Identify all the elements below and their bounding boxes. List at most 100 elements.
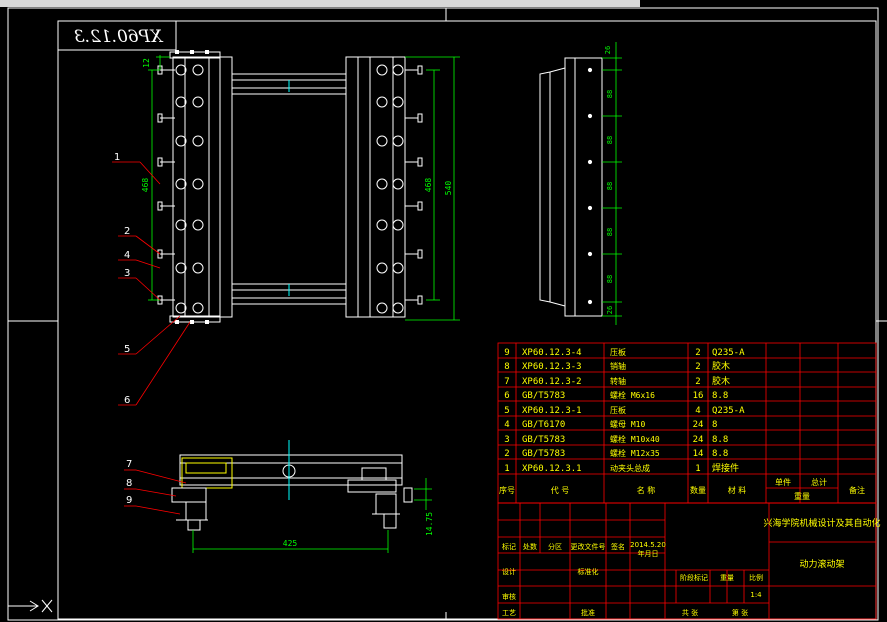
- title-zone: 分区: [548, 542, 562, 551]
- callout-3: 3: [124, 268, 130, 279]
- dim-front-width: 425: [283, 539, 298, 548]
- bom-row-no: 4: [504, 420, 509, 430]
- dim-side-s5: 88: [606, 275, 614, 283]
- bom-row-material: 8: [712, 420, 717, 430]
- bom-table: [497, 342, 877, 504]
- title-date: 2014.5.20: [630, 541, 666, 549]
- bom-row-code: XP60.12.3-1: [522, 406, 582, 416]
- bom-row-qty: 24: [693, 435, 704, 445]
- dim-plan-left-height: 468: [141, 178, 150, 193]
- bom-row-qty: 2: [695, 377, 700, 387]
- bom-row-qty: 24: [693, 420, 704, 430]
- bom-header-material: 材 料: [728, 485, 747, 495]
- front-dimension-labels: 425 14.75: [283, 512, 434, 548]
- title-sign: 签名: [611, 542, 625, 551]
- title-sheet-label: 第 张: [732, 608, 748, 617]
- bom-header-code: 代 号: [551, 485, 570, 495]
- bom-row-name: 螺栓 M6x16: [610, 390, 655, 400]
- bom-header-no: 序号: [499, 485, 515, 495]
- bom-row-no: 8: [504, 362, 509, 372]
- bom-row-code: XP60.12.3-4: [522, 348, 582, 358]
- title-project: 兴海学院机械设计及其自动化: [763, 517, 880, 529]
- front-callout-labels: 7 8 9: [126, 459, 132, 506]
- bom-row-code: XP60.12.3.1: [522, 464, 582, 474]
- plan-leaders: [112, 161, 191, 406]
- drawing-frame: [7, 7, 887, 621]
- dim-side-s4: 88: [606, 228, 614, 236]
- title-review: 审核: [502, 592, 516, 601]
- bom-row-material: Q235-A: [712, 348, 745, 358]
- drawing-number-text: XP60.12.3: [74, 27, 164, 47]
- bom-rows: 9 XP60.12.3-4 压板 2 Q235-A 8 XP60.12.3-3 …: [504, 347, 745, 474]
- bom-row-qty: 16: [693, 391, 704, 401]
- title-block: [497, 502, 877, 620]
- title-sheets-label: 共 张: [682, 608, 698, 617]
- bom-header-weight: 重量: [794, 491, 810, 501]
- callout-9: 9: [126, 495, 132, 506]
- bom-row-code: GB/T6170: [522, 420, 565, 430]
- title-change-doc: 更改文件号: [571, 542, 606, 551]
- bom-header-qty: 数量: [690, 485, 706, 495]
- dim-side-top: 26: [604, 46, 612, 54]
- bom-row-name: 销轴: [610, 361, 626, 371]
- plan-view-left-frame: [157, 50, 233, 324]
- side-dimension-labels: 26 88 88 88 88 88 26: [604, 46, 614, 314]
- toolbar-strip: [0, 0, 887, 7]
- title-block-text: 兴海学院机械设计及其自动化 动力滚动架 2014.5.20 1:4 阶段标记 重…: [502, 517, 881, 617]
- bom-row-material: 8.8: [712, 391, 728, 401]
- title-ratio-label: 比例: [749, 573, 763, 582]
- bom-row-material: 焊接件: [712, 462, 739, 474]
- title-weight-label: 重量: [720, 574, 734, 582]
- title-count: 处数: [523, 542, 537, 551]
- bom-row-material: Q235-A: [712, 406, 745, 416]
- bom-header: 序号 代 号 名 称 数量 材 料 单件 总计 重量 备注: [499, 477, 865, 501]
- bom-row-qty: 2: [695, 362, 700, 372]
- bom-row-no: 6: [504, 391, 509, 401]
- front-view: [171, 440, 413, 531]
- front-dimensions: [192, 478, 432, 553]
- bom-row: 4 GB/T6170 螺母 M10 24 8: [504, 419, 717, 430]
- ucs-axis-icon: [8, 599, 53, 613]
- bom-row-qty: 2: [695, 348, 700, 358]
- bom-row: 3 GB/T5783 螺栓 M10x40 24 8.8: [504, 434, 728, 445]
- dim-front-height: 14.75: [425, 512, 434, 536]
- callout-5: 5: [124, 344, 130, 355]
- callout-2: 2: [124, 226, 130, 237]
- bom-row-no: 7: [504, 377, 509, 387]
- bom-row-name: 压板: [610, 347, 626, 357]
- bom-row: 6 GB/T5783 螺栓 M6x16 16 8.8: [504, 390, 728, 401]
- bom-row-material: 胶木: [712, 375, 730, 387]
- bom-row-code: XP60.12.3-2: [522, 377, 582, 387]
- bom-row-material: 胶木: [712, 360, 730, 372]
- bom-row-qty: 14: [693, 449, 704, 459]
- bom-row-name: 压板: [610, 405, 626, 415]
- bom-row-no: 3: [504, 435, 509, 445]
- bom-row: 7 XP60.12.3-2 转轴 2 胶木: [504, 375, 730, 387]
- callout-6: 6: [124, 395, 130, 406]
- bom-row: 1 XP60.12.3.1 动夹头总成 1 焊接件: [504, 462, 739, 474]
- bom-row: 2 GB/T5783 螺栓 M12x35 14 8.8: [504, 448, 728, 459]
- dim-side-bottom: 26: [606, 306, 614, 314]
- side-view: [539, 57, 603, 317]
- title-drawing-name: 动力滚动架: [799, 558, 844, 570]
- bom-header-total: 总计: [811, 477, 827, 487]
- dim-plan-left-width: 12: [142, 58, 151, 68]
- bom-header-remark: 备注: [849, 485, 865, 495]
- dim-plan-right-total: 540: [444, 181, 453, 196]
- connecting-rails: [232, 73, 346, 305]
- bom-row-material: 8.8: [712, 449, 728, 459]
- bom-row-code: GB/T5783: [522, 435, 565, 445]
- bom-row: 9 XP60.12.3-4 压板 2 Q235-A: [504, 347, 745, 358]
- plan-dimension-labels: 12 468 468 540: [141, 58, 453, 195]
- bom-row-no: 2: [504, 449, 509, 459]
- bom-row-name: 螺母 M10: [610, 419, 645, 429]
- callout-8: 8: [126, 478, 132, 489]
- title-stage-mark: 阶段标记: [680, 573, 708, 582]
- title-mark: 标记: [502, 542, 516, 551]
- bom-row-code: XP60.12.3-3: [522, 362, 582, 372]
- dim-side-s2: 88: [606, 136, 614, 144]
- plan-view-right-frame: [345, 56, 423, 318]
- callout-4: 4: [124, 250, 130, 261]
- bom-row-qty: 4: [695, 406, 700, 416]
